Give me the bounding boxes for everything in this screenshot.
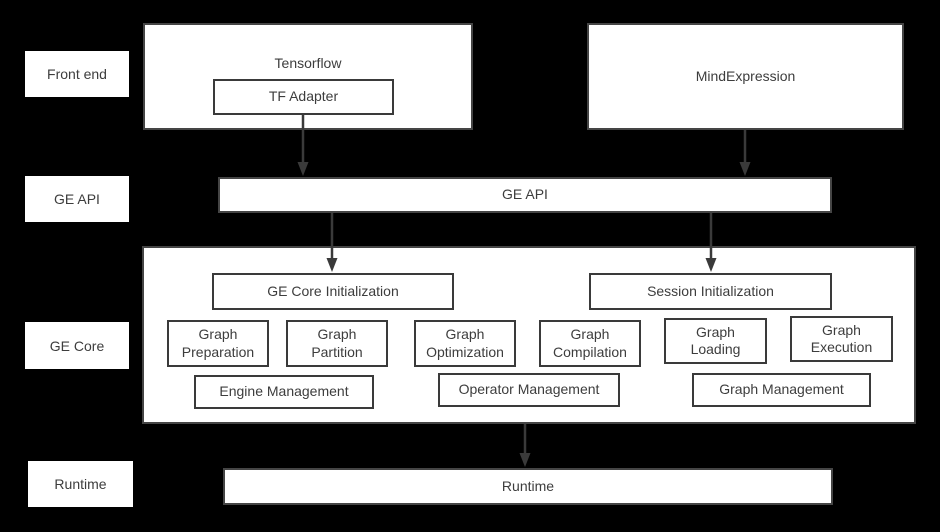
ge-api-box: GE API — [218, 177, 832, 213]
ge-core-box: GE Core Initialization Session Initializ… — [142, 246, 916, 424]
tensorflow-label: Tensorflow — [274, 55, 342, 71]
layer-label-ge-api: GE API — [25, 176, 129, 222]
runtime-box: Runtime — [223, 468, 833, 505]
graph-optimization-box: Graph Optimization — [414, 320, 516, 367]
arrow-mindexpression-to-ge-api — [739, 130, 751, 176]
tensorflow-box: Tensorflow TF Adapter — [143, 23, 473, 130]
graph-compilation-box: Graph Compilation — [539, 320, 641, 367]
mindexpression-box: MindExpression — [587, 23, 904, 130]
graph-partition-box: Graph Partition — [286, 320, 388, 367]
ge-core-initialization-box: GE Core Initialization — [212, 273, 454, 310]
engine-management-box: Engine Management — [194, 375, 374, 409]
arrow-ge-core-to-runtime — [519, 424, 531, 467]
layer-label-runtime: Runtime — [28, 461, 133, 507]
graph-loading-box: Graph Loading — [664, 318, 767, 364]
layer-label-ge-core: GE Core — [25, 322, 129, 369]
tf-adapter-box: TF Adapter — [213, 79, 394, 115]
session-initialization-box: Session Initialization — [589, 273, 832, 310]
graph-execution-box: Graph Execution — [790, 316, 893, 362]
operator-management-box: Operator Management — [438, 373, 620, 407]
graph-management-box: Graph Management — [692, 373, 871, 407]
graph-preparation-box: Graph Preparation — [167, 320, 269, 367]
layer-label-front-end: Front end — [25, 51, 129, 97]
